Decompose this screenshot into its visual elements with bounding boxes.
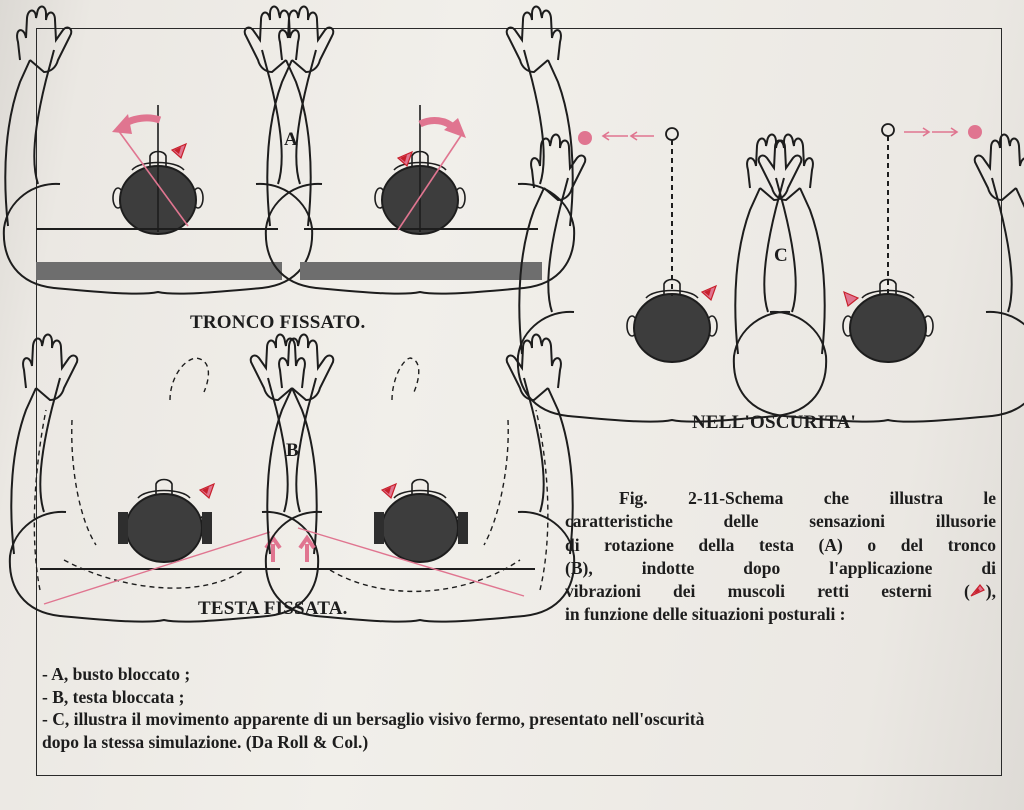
- panel-c-title: NELL'OSCURITA': [692, 412, 856, 433]
- vibration-symbol-icon: [970, 584, 985, 597]
- figure-frame: [36, 28, 1002, 776]
- caption-line: caratteristiche delle sensazioni illusor…: [565, 511, 996, 532]
- note-c-continued: dopo la stessa simulazione. (Da Roll & C…: [42, 731, 369, 752]
- fixed-trunk-bar-right: [300, 262, 542, 280]
- panel-a-letter: A: [284, 129, 298, 150]
- vibration-marker: [701, 285, 717, 301]
- fixed-trunk-bar-left: [36, 262, 282, 280]
- panel-c-figure-left: [516, 127, 828, 423]
- fixation-target: [665, 127, 679, 141]
- panel-c-figure-right: [732, 123, 1024, 423]
- vibration-marker: [381, 483, 397, 499]
- vibration-marker: [199, 483, 215, 499]
- vibration-marker: [843, 290, 860, 308]
- rotation-arrow-right: [444, 118, 466, 138]
- note-b: - B, testa bloccata ;: [42, 686, 185, 707]
- figure-caption: Fig. 2-11-Schema che illustra le caratte…: [565, 487, 996, 627]
- panel-a-title: TRONCO FISSATO.: [190, 312, 366, 333]
- note-c: - C, illustra il movimento apparente di …: [42, 709, 705, 729]
- caption-line-suffix: ),: [985, 581, 996, 602]
- panel-b-figure-right: [264, 333, 576, 623]
- caption-line-text: vibrazioni dei muscoli retti esterni (: [565, 581, 970, 602]
- panel-b-title: TESTA FISSATA.: [198, 598, 348, 619]
- apparent-target: [968, 125, 982, 139]
- shift-arrow: [298, 534, 316, 562]
- apparent-target: [578, 131, 592, 145]
- caption-line: di rotazione della testa (A) o del tronc…: [565, 534, 996, 555]
- rotation-arrow-left: [112, 114, 132, 134]
- caption-line: Fig. 2-11-Schema che illustra le: [619, 488, 996, 508]
- caption-line-vibration: vibrazioni dei muscoli retti esterni (),: [565, 580, 996, 603]
- caption-line: (B), indotte dopo l'applicazione di: [565, 557, 996, 578]
- note-a: - A, busto bloccato ;: [42, 664, 191, 684]
- fixation-target: [881, 123, 895, 137]
- panel-b-figure-left: [8, 333, 320, 623]
- panel-c-letter: C: [774, 245, 788, 266]
- vibration-marker: [171, 143, 187, 159]
- caption-line: in funzione delle situazioni posturali :: [565, 604, 846, 625]
- figure-notes: - A, busto bloccato ; - B, testa bloccat…: [42, 663, 982, 753]
- panel-b-letter: B: [286, 440, 299, 461]
- panel-a-figure-left: [2, 5, 314, 295]
- panel-a-figure-right: [264, 5, 576, 295]
